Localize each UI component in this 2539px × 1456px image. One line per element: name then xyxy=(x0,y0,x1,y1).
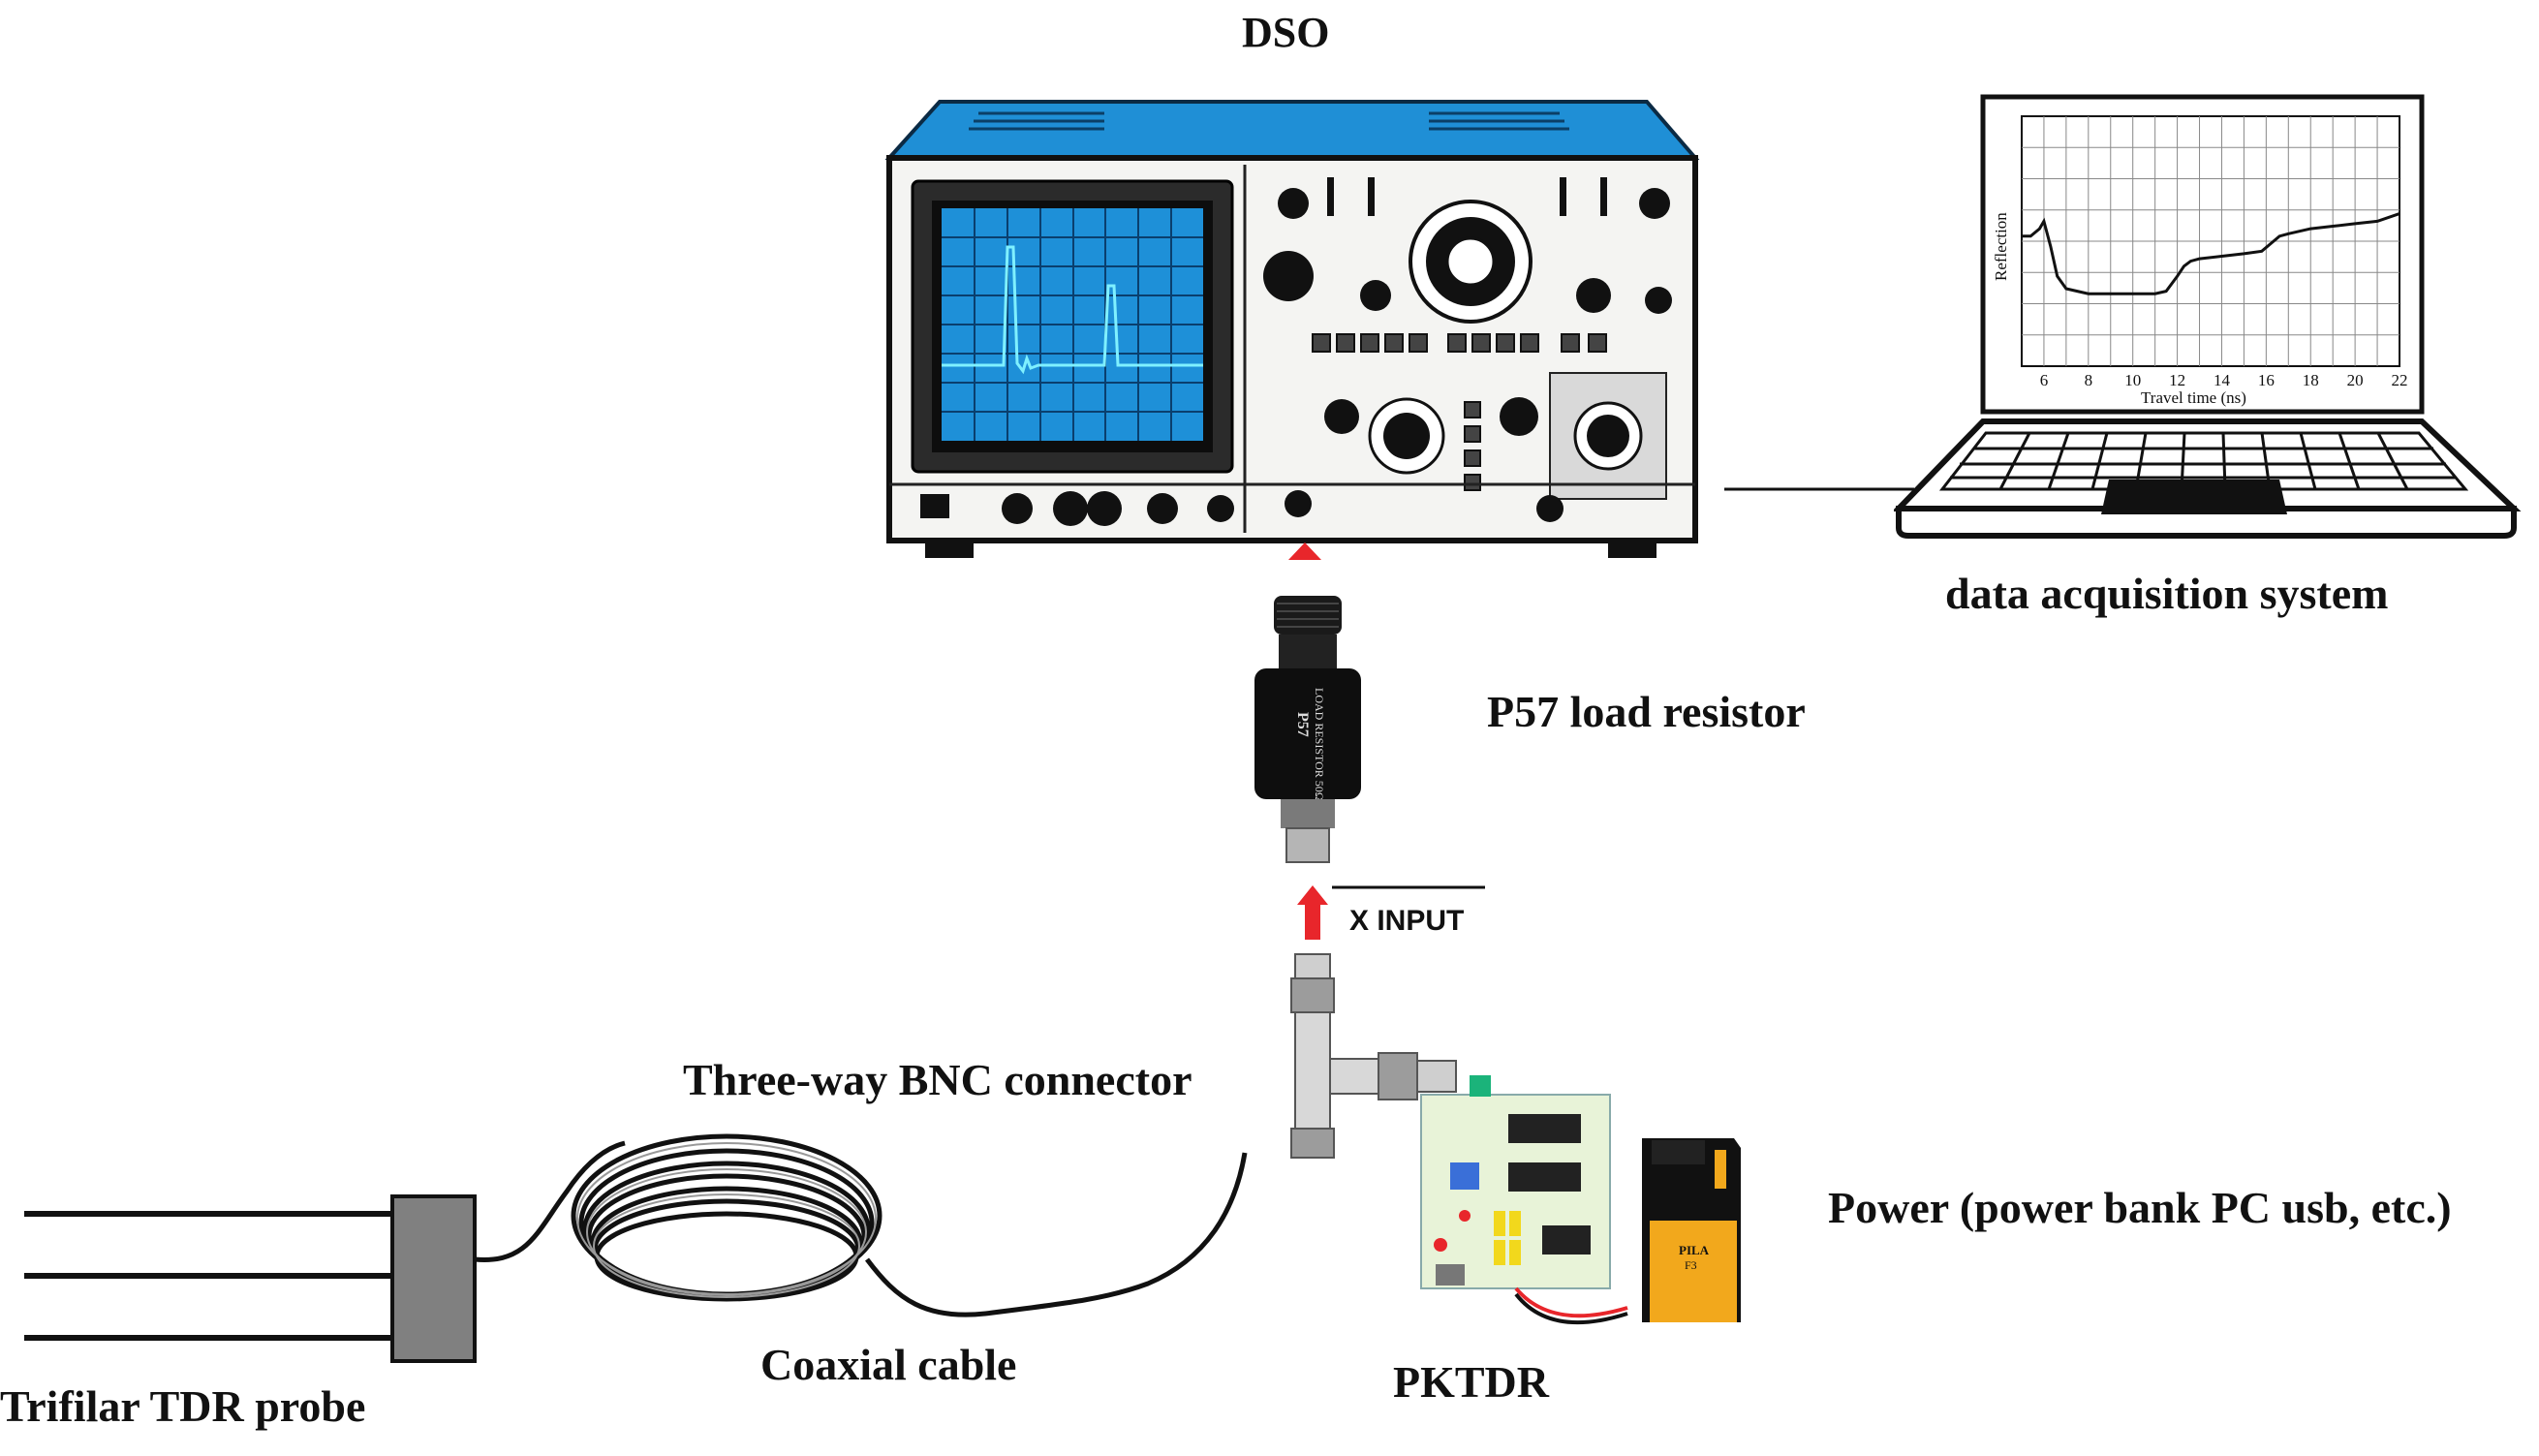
bnc-connector-label: Three-way BNC connector xyxy=(683,1055,1192,1104)
chart-x-tick-label: 12 xyxy=(2169,371,2185,389)
chart-x-tick-label: 8 xyxy=(2085,371,2093,389)
load-resistor-label: P57 load resistor xyxy=(1487,687,1806,736)
battery-text-2: F3 xyxy=(1685,1258,1697,1272)
daq-label: data acquisition system xyxy=(1945,569,2389,618)
chart-x-tick-label: 22 xyxy=(2392,371,2408,389)
bnc-tee-connector xyxy=(1290,953,1457,1159)
coaxial-cable xyxy=(474,1133,1248,1317)
chart-x-tick-label: 18 xyxy=(2303,371,2319,389)
usb-cable xyxy=(1724,487,1914,491)
probe-label: Trifilar TDR probe xyxy=(0,1381,366,1431)
resistor-text-2: P57 xyxy=(1294,712,1311,737)
chart-x-tick-label: 16 xyxy=(2258,371,2275,389)
battery: PILA F3 xyxy=(1642,1138,1741,1322)
scope-trace xyxy=(942,245,1203,375)
oscilloscope xyxy=(884,100,1700,560)
load-resistor: LOAD RESISTOR 50Ω P57 xyxy=(1254,596,1361,863)
power-label: Power (power bank PC usb, etc.) xyxy=(1828,1183,2452,1232)
coaxial-cable-label: Coaxial cable xyxy=(760,1340,1017,1389)
reflection-chart: 6 8 10 12 14 16 18 20 22 Reflection Travel time … xyxy=(1992,115,2408,407)
reflection-trace xyxy=(2022,212,2400,295)
chart-x-tick-label: 14 xyxy=(2214,371,2231,389)
x-input-label: X INPUT xyxy=(1349,905,1465,937)
chart-x-tick-label: 20 xyxy=(2347,371,2364,389)
chart-y-label: Reflection xyxy=(1992,212,2010,281)
battery-text-1: PILA xyxy=(1679,1243,1710,1257)
chart-x-tick-label: 10 xyxy=(2124,371,2141,389)
dso-label: DSO xyxy=(1242,9,1330,56)
trifilar-probe xyxy=(24,1194,477,1363)
chart-x-label: Travel time (ns) xyxy=(2141,388,2246,407)
pktdr-label: PKTDR xyxy=(1393,1357,1549,1407)
resistor-text-1: LOAD RESISTOR 50Ω xyxy=(1313,688,1326,801)
laptop xyxy=(1894,94,2522,539)
power-wires xyxy=(1514,1286,1628,1325)
chart-x-tick-label: 6 xyxy=(2040,371,2049,389)
x-input-marker xyxy=(1297,885,1485,940)
pktdr-board xyxy=(1420,1075,1611,1289)
